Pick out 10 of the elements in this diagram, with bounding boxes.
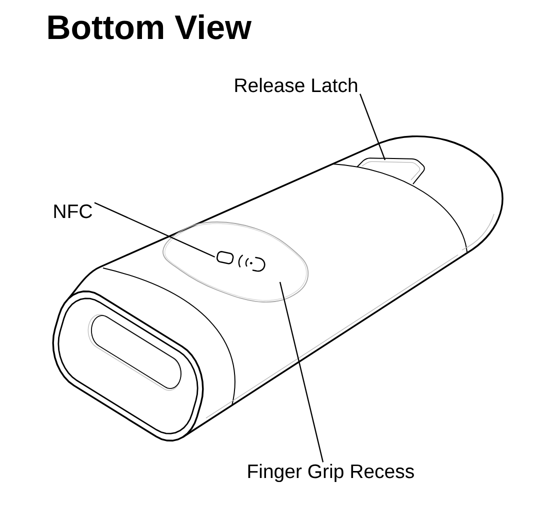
latch xyxy=(356,158,425,184)
title: Bottom View xyxy=(48,14,252,40)
leader-line xyxy=(279,282,324,462)
nfc-symbol xyxy=(216,251,266,272)
callout-label: Release Latch xyxy=(235,78,358,92)
callout-label: Finger Grip Recess xyxy=(248,464,414,482)
leader-line xyxy=(94,202,216,258)
callout-label: NFC xyxy=(54,204,92,218)
leader-line xyxy=(360,94,386,160)
grip-recess xyxy=(162,222,309,303)
